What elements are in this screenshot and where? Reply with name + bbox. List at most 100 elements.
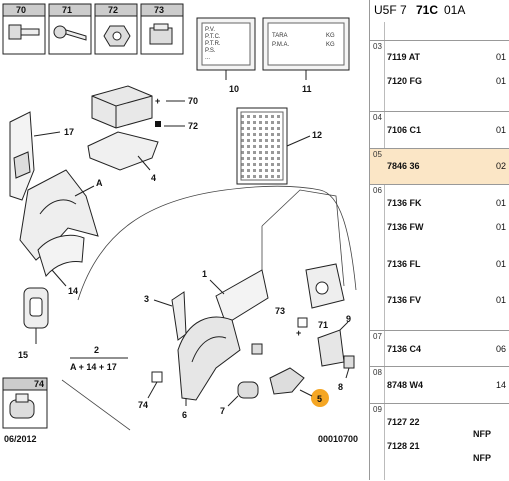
- callout-3: 3: [144, 294, 149, 304]
- callout-2: 2: [94, 345, 99, 355]
- label-card-10[interactable]: P.V. P.T.C. P.T.R. P.S. ...: [196, 17, 256, 71]
- vehicle-outline: [61, 185, 357, 431]
- part-number[interactable]: 7106 C1: [387, 125, 422, 135]
- callout-71-diagram: 71: [318, 320, 328, 330]
- clip-misc: [251, 343, 263, 355]
- highlight-marker: [311, 389, 329, 407]
- part-quantity: 01: [496, 125, 507, 135]
- callout-71: 71: [62, 5, 72, 15]
- card11-unit-2: KG: [326, 42, 335, 48]
- callout-14: 14: [68, 286, 78, 296]
- fastener-box-71[interactable]: 71: [48, 3, 92, 55]
- callout-74-arch: 74: [138, 400, 148, 410]
- part-quantity: 02: [496, 161, 507, 171]
- group-number: 09: [373, 405, 382, 414]
- column-separator: [384, 22, 385, 480]
- bolt-icon: [8, 24, 40, 40]
- card10-line-3: P.T.R.: [205, 41, 221, 47]
- minus-terminal-icon: [155, 121, 161, 127]
- callout-5: 5: [317, 394, 322, 404]
- date-code: 06/2012: [4, 434, 37, 444]
- assembly-formula: A + 14 + 17: [70, 362, 117, 372]
- parts-list-panel: U5F 7 71C 01A 03 7119 AT 01 7120 FG 01 0…: [369, 0, 509, 480]
- callout-74: 74: [34, 379, 44, 389]
- callout-10: 10: [229, 84, 239, 94]
- callout-15: 15: [18, 350, 28, 360]
- cover-5[interactable]: [269, 367, 305, 395]
- fastener-box-73[interactable]: 73: [140, 3, 184, 55]
- part-quantity: 01: [496, 52, 507, 62]
- card10-line-4: P.S.: [205, 48, 216, 54]
- parts-row-group-05-selected[interactable]: 05 7846 36 02: [370, 148, 509, 185]
- card11-pma: P.M.A.: [272, 42, 290, 48]
- strip-3[interactable]: [171, 291, 187, 341]
- part-number[interactable]: 7136 FK: [387, 198, 422, 208]
- grommet-7[interactable]: [237, 381, 259, 399]
- arch-liner-6[interactable]: [177, 316, 241, 401]
- callout-12: 12: [312, 130, 322, 140]
- card10-line-1: P.V.: [205, 27, 215, 33]
- callout-A: A: [96, 178, 103, 188]
- plus-symbol: +: [155, 96, 160, 106]
- parts-diagram: 70 71 72 73 P.V.: [2, 3, 358, 444]
- parts-row-group-07[interactable]: 07 7136 C4 06: [370, 330, 509, 367]
- inner-wing-panel-17[interactable]: [9, 111, 35, 201]
- fastener-box-72[interactable]: 72: [94, 3, 138, 55]
- clip-73-marker: [297, 317, 308, 328]
- callout-70: 70: [16, 5, 26, 15]
- callout-7: 7: [220, 406, 225, 416]
- bracket-9[interactable]: [317, 329, 345, 367]
- label-card-11[interactable]: TARA P.M.A. KG KG: [262, 17, 350, 71]
- clip-74-marker: [151, 371, 163, 383]
- callout-17: 17: [64, 127, 74, 137]
- header-code-prefix: U5F 7: [374, 3, 407, 17]
- part-quantity: 14: [496, 380, 507, 390]
- parts-row-group-08[interactable]: 08 8748 W4 14: [370, 366, 509, 404]
- callout-1: 1: [202, 269, 207, 279]
- part-number[interactable]: 8748 W4: [387, 380, 424, 390]
- bracket-15[interactable]: [23, 287, 49, 329]
- parts-row-group-03[interactable]: 03 7119 AT 01 7120 FG 01: [370, 40, 509, 112]
- header-code-bold: 71C: [416, 3, 439, 17]
- part-quantity: 06: [496, 344, 507, 354]
- clip-8[interactable]: [343, 355, 355, 369]
- fastener-box-70[interactable]: 70: [2, 3, 46, 55]
- parts-row-group-09[interactable]: 09 7127 22 NFP 7128 21 NFP: [370, 403, 509, 481]
- part-number[interactable]: 7120 FG: [387, 76, 423, 86]
- plus-symbol-2: +: [296, 328, 301, 338]
- wheel-arch-liner-14[interactable]: [37, 234, 85, 278]
- group-number: 04: [373, 113, 382, 122]
- card11-tara: TARA: [272, 33, 288, 39]
- parts-row-group-06[interactable]: 06 7136 FK 01 7136 FW 01 7136 FL 01 7136…: [370, 184, 509, 331]
- card10-line-2: P.T.C.: [205, 34, 221, 40]
- callout-4: 4: [151, 173, 156, 183]
- part-number[interactable]: 7846 36: [387, 161, 420, 171]
- fastener-box-74[interactable]: 74: [2, 377, 48, 429]
- label-sheet-12[interactable]: [236, 107, 288, 185]
- callout-70-battery: 70: [188, 96, 198, 106]
- part-number[interactable]: 7136 C4: [387, 344, 422, 354]
- bracket-plate[interactable]: [305, 263, 345, 309]
- part-number[interactable]: 7136 FV: [387, 295, 422, 305]
- wheel-arch-assembly-A[interactable]: [19, 169, 99, 261]
- card10-line-5: ...: [205, 55, 210, 61]
- battery-tray[interactable]: [87, 131, 159, 171]
- plug-icon: [9, 393, 35, 419]
- parts-row-group-04[interactable]: 04 7106 C1 01: [370, 111, 509, 149]
- callout-9: 9: [346, 314, 351, 324]
- part-quantity: 01: [496, 259, 507, 269]
- part-number[interactable]: 7136 FL: [387, 259, 421, 269]
- callout-73-diagram: 73: [275, 306, 285, 316]
- part-note: NFP: [473, 453, 491, 463]
- part-number[interactable]: 7136 FW: [387, 222, 424, 232]
- callout-11: 11: [302, 84, 312, 94]
- part-number[interactable]: 7119 AT: [387, 52, 421, 62]
- group-number: 07: [373, 332, 382, 341]
- group-number: 03: [373, 42, 382, 51]
- callout-6: 6: [182, 410, 187, 420]
- part-number[interactable]: 7127 22: [387, 417, 420, 427]
- battery-icon: [91, 85, 153, 129]
- panel-1[interactable]: [215, 269, 269, 325]
- callout-8: 8: [338, 382, 343, 392]
- part-number[interactable]: 7128 21: [387, 441, 420, 451]
